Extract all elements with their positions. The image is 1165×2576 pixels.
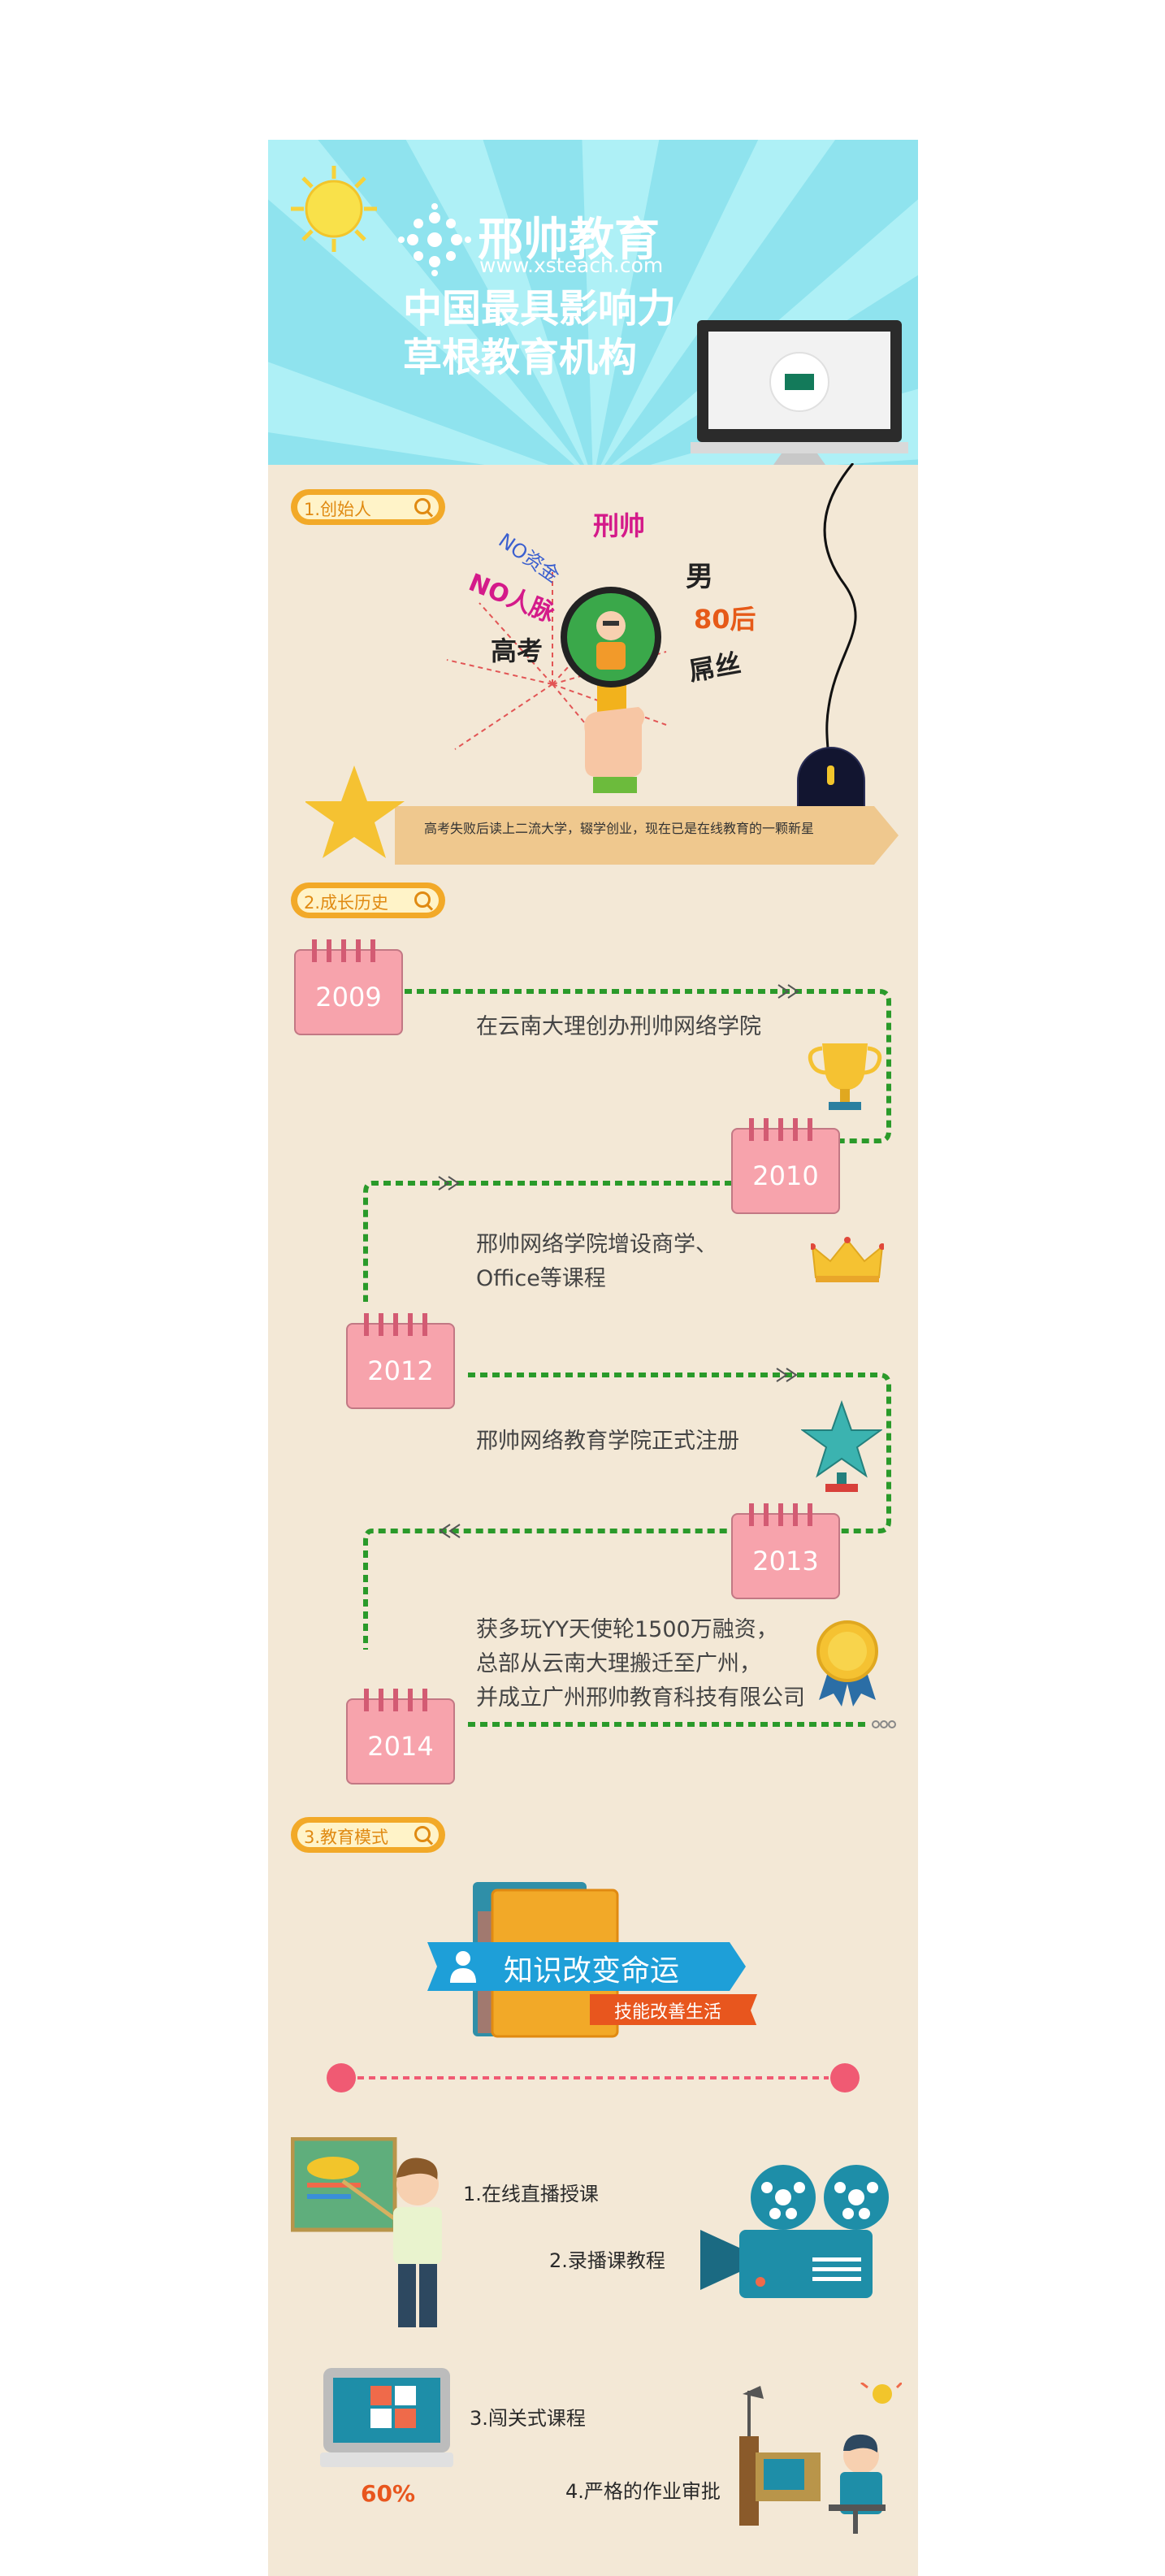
founder-tag-name: 刑帅 [593,510,646,541]
magnifier-small-icon [414,1826,431,1842]
teacher-icon [291,2137,442,2327]
method-4-label: 4.严格的作业审批 [565,2480,721,2503]
milestone-2012-text: 邢帅网络教育学院正式注册 [476,1429,739,1454]
section-pill-model: 3.教育模式 [291,1817,445,1853]
magnifier-small-icon [414,498,431,514]
founder-tag-80s: 80后 [694,604,756,635]
star-trophy-icon [801,1399,882,1492]
header-banner: 邢帅教育 www.xsteach.com 中国最具影响力 草根教育机构 [268,140,918,465]
milestone-2013-text-line-1: 获多玩YY天使轮1500万融资， [476,1617,778,1642]
year-calendar-2013: 2013 [731,1503,840,1599]
founder-banner-bg [305,765,899,865]
method-2-label: 2.录播课教程 [549,2249,665,2272]
trophy-icon [808,1043,882,1110]
magnifier-icon [561,587,661,793]
slogan-line-2: 草根教育机构 [403,335,638,380]
founder-tag-diaosi: 屌丝 [686,647,743,687]
infographic-poster: 邢帅教育 www.xsteach.com 中国最具影响力 草根教育机构 1.创始… [268,140,918,2576]
logo-dots-icon [398,203,471,276]
divider-line [327,2063,860,2092]
crown-icon [811,1237,884,1282]
year-calendar-2009: 2009 [294,939,403,1035]
student-desk-icon [739,2383,902,2534]
sun-icon [291,166,377,252]
section-pill-history: 2.成长历史 [291,883,445,918]
model-ribbon [427,1942,757,2025]
milestone-2010-text-line-2: Office等课程 [476,1266,606,1291]
film-camera-icon [700,2165,889,2298]
milestone-2013-text-line-2: 总部从云南大理搬迁至广州， [476,1651,761,1676]
milestone-2009-text: 在云南大理创办刑帅网络学院 [476,1014,761,1039]
brand-name: 邢帅教育 [478,214,660,267]
timeline-path [363,984,896,1728]
milestone-2013-text-line-3: 并成立广州邢帅教育科技有限公司 [476,1685,805,1711]
medal-icon [816,1620,878,1706]
progress-label: 60% [361,2480,416,2507]
founder-tag-male: 男 [686,561,713,593]
milestone-2010-text-line-1: 邢帅网络学院增设商学、 [476,1232,717,1257]
year-calendar-2012: 2012 [346,1313,455,1409]
brand-url: www.xsteach.com [479,254,664,277]
model-banner-sub: 技能改善生活 [614,2002,722,2023]
method-3-label: 3.闯关式课程 [470,2407,586,2430]
founder-tag-gaokao: 高考 [491,635,544,666]
slogan-line-1: 中国最具影响力 [403,286,677,332]
year-calendar-2010: 2010 [731,1118,840,1214]
model-banner-main: 知识改变命运 [504,1954,680,1988]
year-calendar-2014: 2014 [346,1689,455,1785]
section-pill-founder: 1.创始人 [291,489,445,525]
monitor-icon [691,320,908,465]
method-1-label: 1.在线直播授课 [463,2183,599,2205]
magnifier-small-icon [414,891,431,908]
laptop-icon [320,2368,453,2467]
founder-banner-text: 高考失败后读上二流大学，辍学创业，现在已是在线教育的一颗新星 [424,821,815,836]
